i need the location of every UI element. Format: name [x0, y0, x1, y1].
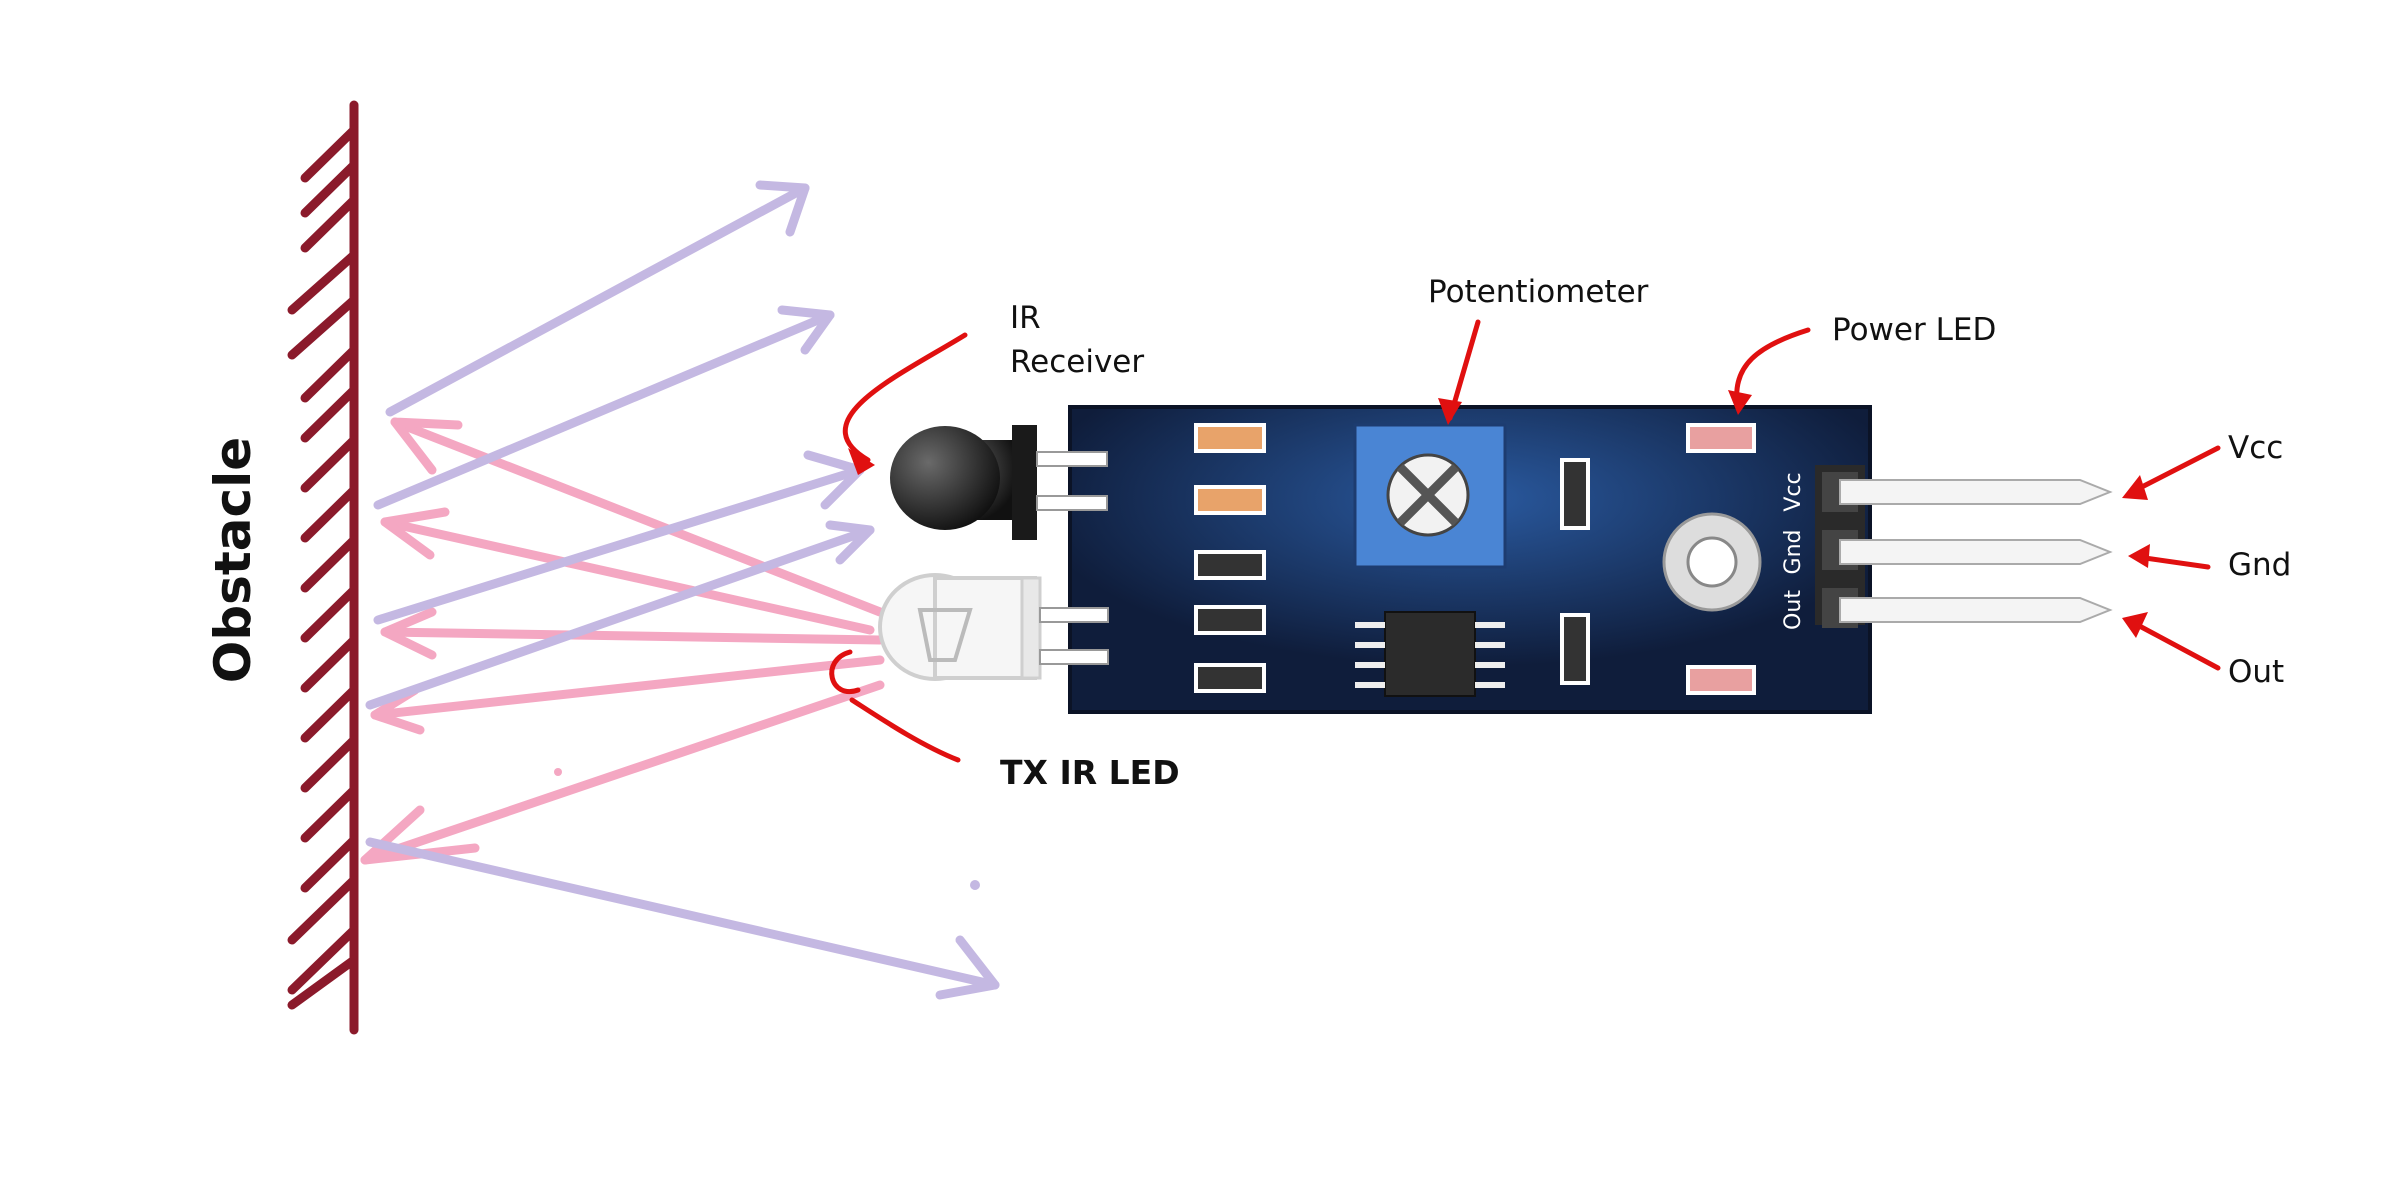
- tx-ir-led: [878, 573, 1109, 681]
- out-label: Out: [2228, 654, 2284, 690]
- potentiometer-label: Potentiometer: [1428, 274, 1649, 310]
- reflected-rays: [365, 180, 1000, 1000]
- board-pin-label-gnd: Gnd: [1781, 530, 1806, 575]
- vcc-label: Vcc: [2228, 430, 2283, 466]
- ir-receiver-label-line2: Receiver: [1010, 344, 1144, 380]
- sensor-board: Vcc Gnd Out: [1068, 405, 2113, 714]
- stray-dot: [970, 880, 980, 890]
- tx-ir-led-label: TX IR LED: [1000, 753, 1180, 792]
- potentiometer: [1353, 423, 1507, 569]
- mounting-hole: [1662, 512, 1762, 612]
- ir-receiver-label-line1: IR: [1010, 300, 1041, 336]
- stray-dot: [554, 768, 562, 776]
- board-pin-label-vcc: Vcc: [1781, 472, 1806, 511]
- pointer-arrowheads: [848, 390, 2150, 638]
- board-pin-label-out: Out: [1781, 590, 1806, 630]
- transmitted-rays: [360, 417, 885, 865]
- gnd-label: Gnd: [2228, 547, 2291, 583]
- comparator-chip: [1355, 611, 1505, 697]
- smd-components: [1194, 423, 1590, 693]
- obstacle-wall: [287, 100, 359, 1035]
- power-led-label: Power LED: [1832, 312, 1996, 348]
- status-led: [1686, 665, 1756, 695]
- header-pins: [1815, 465, 2113, 628]
- obstacle-label: Obstacle: [204, 437, 262, 683]
- ir-receiver: [890, 425, 1108, 540]
- power-led: [1686, 423, 1756, 453]
